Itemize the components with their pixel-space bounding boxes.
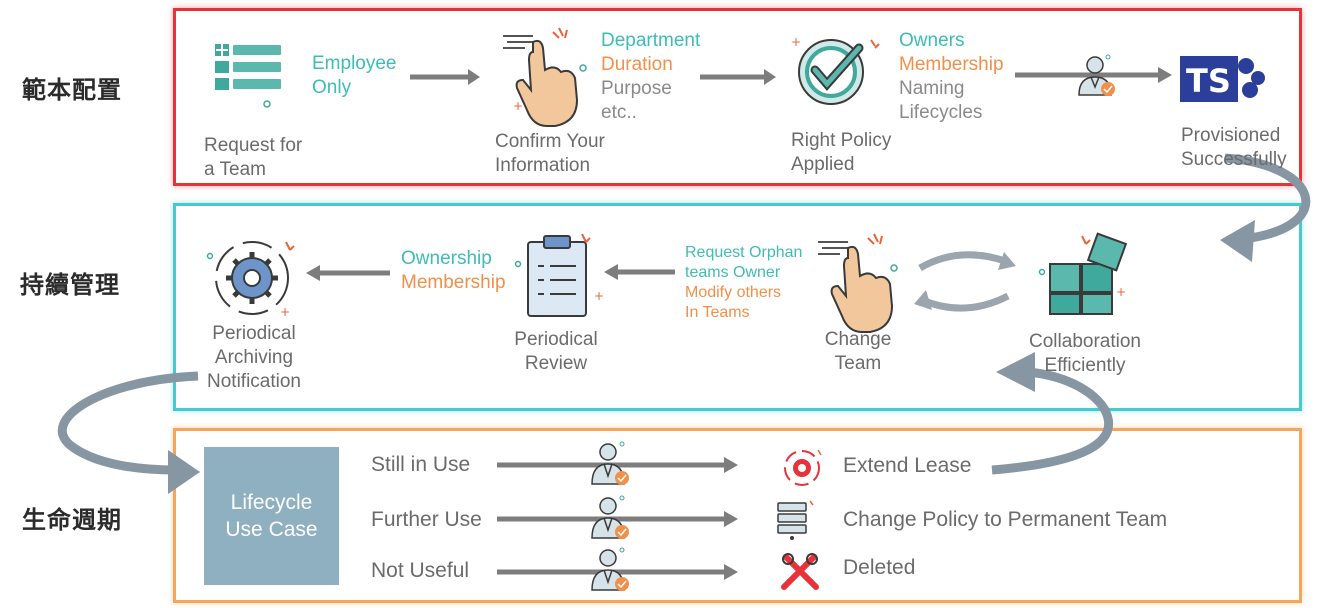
admin-person-icon-row1 [591,441,629,485]
policy-fields-list: Owners Membership Naming Lifecycles [899,30,1004,123]
policy-check-icon: + [791,35,880,105]
lifecycle-panel [173,428,1302,603]
section-label-template-config: 範本配置 [22,76,122,104]
info-fields-list: Department Duration Purpose etc.. [601,30,701,123]
option-further-use: Further Use [371,508,482,531]
collaboration-label: Collaboration Efficiently [1029,331,1141,376]
clipboard-review-icon: + [514,233,604,317]
admin-person-icon-row3 [591,547,629,591]
arrow-orphan-to-review [604,264,675,280]
puzzle-collaboration-icon: + [1038,232,1128,315]
curve-arrow-provisioned-to-collaboration [1220,153,1311,262]
outcome-deleted: Deleted [843,556,916,579]
management-panel [173,203,1302,411]
right-policy-label: Right Policy Applied [791,130,892,175]
lifecycle-use-case-line1: Lifecycle [230,491,313,514]
admin-person-icon [1078,54,1115,96]
cycle-arrows [914,251,1016,312]
svg-text:+: + [791,35,801,49]
svg-text:+: + [1116,285,1126,299]
arrow-policy-to-provisioned [1015,67,1172,83]
archive-gear-cycle-icon: + [206,241,295,319]
section-label-ongoing-management: 持續管理 [20,271,120,299]
tools-icon [781,553,819,590]
lifecycle-use-case-line2: Use Case [225,518,318,541]
option-still-in-use: Still in Use [371,453,471,476]
svg-text:+: + [513,99,523,113]
lifecycle-use-case-box: Lifecycle Use Case [204,447,339,585]
gear-cycle-icon [784,449,822,486]
hand-pointer-icon: + [503,27,587,127]
provisioning-panel [173,8,1302,186]
periodical-review-label: Periodical Review [514,329,598,374]
request-team-label: Request for a Team [204,135,303,180]
arrow-confirm-to-policy [700,69,776,85]
outcome-change-policy: Change Policy to Permanent Team [843,508,1168,531]
option-not-useful: Not Useful [371,559,470,582]
orphan-owner-label: Request Orphan teams Owner Modify others… [685,244,803,321]
arrow-ownership-to-archiving [306,265,390,281]
change-team-hand-icon [818,233,898,333]
curve-arrow-archiving-to-lifecycle [57,371,200,494]
section-label-lifecycle: 生命週期 [22,506,122,534]
outcome-extend-lease: Extend Lease [843,454,972,477]
employee-only-label: Employee Only [312,53,397,98]
confirm-information-label: Confirm Your Information [495,131,605,176]
archiving-notification-label: Periodical Archiving Notification [207,323,301,392]
svg-text:+: + [280,305,290,319]
teams-logo-icon: TS [1180,56,1265,102]
svg-text:+: + [594,289,604,303]
admin-person-icon-row2 [591,495,629,539]
teams-logo-letters: TS [1186,62,1231,100]
server-icon [777,500,814,540]
curve-arrow-extend-to-collaboration [991,352,1114,475]
change-team-label: Change Team [824,329,892,374]
arrow-request-to-confirm [410,69,480,85]
form-stack-icon [215,44,281,108]
ownership-membership-label: Ownership Membership [401,248,506,293]
provisioned-label: Provisioned Successfully [1181,125,1287,168]
